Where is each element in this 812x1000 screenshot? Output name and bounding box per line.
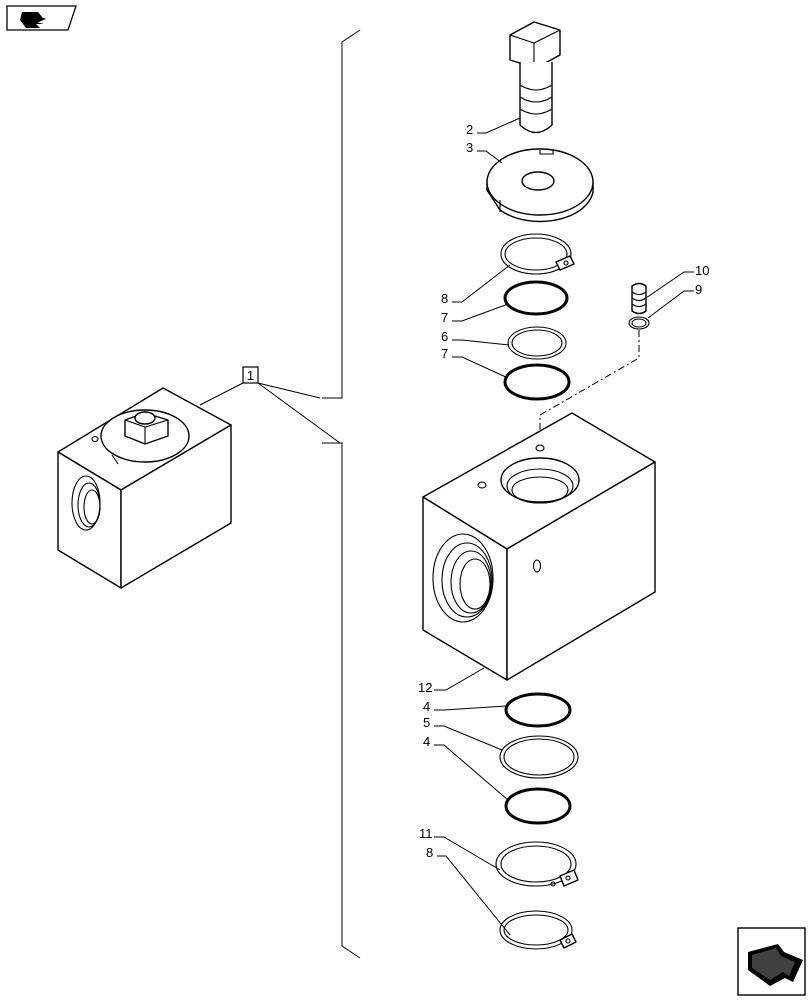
svg-text:12: 12 [418, 680, 432, 695]
assembled-valve-block [57, 387, 232, 589]
part-4-o-ring-upper [504, 692, 572, 728]
callout-9: 9 [647, 282, 702, 319]
assembly-callout: 1 [199, 366, 341, 444]
svg-text:11: 11 [419, 826, 433, 841]
part-3-plate-washer [486, 148, 594, 223]
svg-text:9: 9 [695, 282, 702, 297]
part-6-backup-ring [507, 326, 567, 360]
svg-text:8: 8 [441, 291, 448, 306]
callout-10: 10 [645, 263, 709, 299]
part-7-o-ring-upper [503, 280, 569, 316]
svg-text:1: 1 [247, 368, 254, 383]
part-12-valve-block [422, 412, 656, 681]
svg-text:4: 4 [423, 699, 430, 714]
callout-3: 3 [466, 140, 503, 164]
callout-6: 6 [441, 329, 510, 346]
next-page-arrow-icon[interactable] [737, 927, 806, 996]
part-2-hex-bolt [509, 21, 561, 134]
svg-text:5: 5 [423, 715, 430, 730]
svg-text:8: 8 [426, 845, 433, 860]
part-9-seal-ring [628, 316, 650, 330]
part-8-snap-ring-lower [499, 910, 577, 950]
svg-text:4: 4 [423, 734, 430, 749]
callout-7-upper: 7 [441, 303, 509, 325]
callout-7-lower: 7 [441, 346, 509, 379]
svg-text:10: 10 [695, 263, 709, 278]
svg-text:2: 2 [466, 122, 473, 137]
svg-text:7: 7 [441, 346, 448, 361]
callout-12: 12 [418, 667, 485, 695]
callout-4-lower: 4 [423, 734, 509, 801]
callout-4-upper: 4 [423, 699, 507, 714]
svg-text:6: 6 [441, 329, 448, 344]
part-8-snap-ring-upper [500, 233, 575, 275]
callout-2: 2 [466, 117, 521, 137]
part-10-plug-screw [631, 282, 647, 315]
callout-8-lower: 8 [426, 845, 511, 936]
assembly-centerline [539, 330, 640, 448]
previous-page-arrow-icon[interactable] [6, 5, 77, 31]
part-5-backup-ring [499, 735, 579, 779]
callout-11: 11 [419, 826, 501, 871]
part-11-snap-ring [495, 841, 579, 887]
svg-text:7: 7 [441, 310, 448, 325]
part-7-o-ring-lower [503, 363, 571, 401]
part-4-o-ring-lower [504, 787, 572, 825]
svg-text:3: 3 [466, 140, 473, 155]
assembly-bracket [322, 29, 361, 959]
callout-8-upper: 8 [441, 264, 511, 306]
callout-5: 5 [423, 715, 503, 751]
